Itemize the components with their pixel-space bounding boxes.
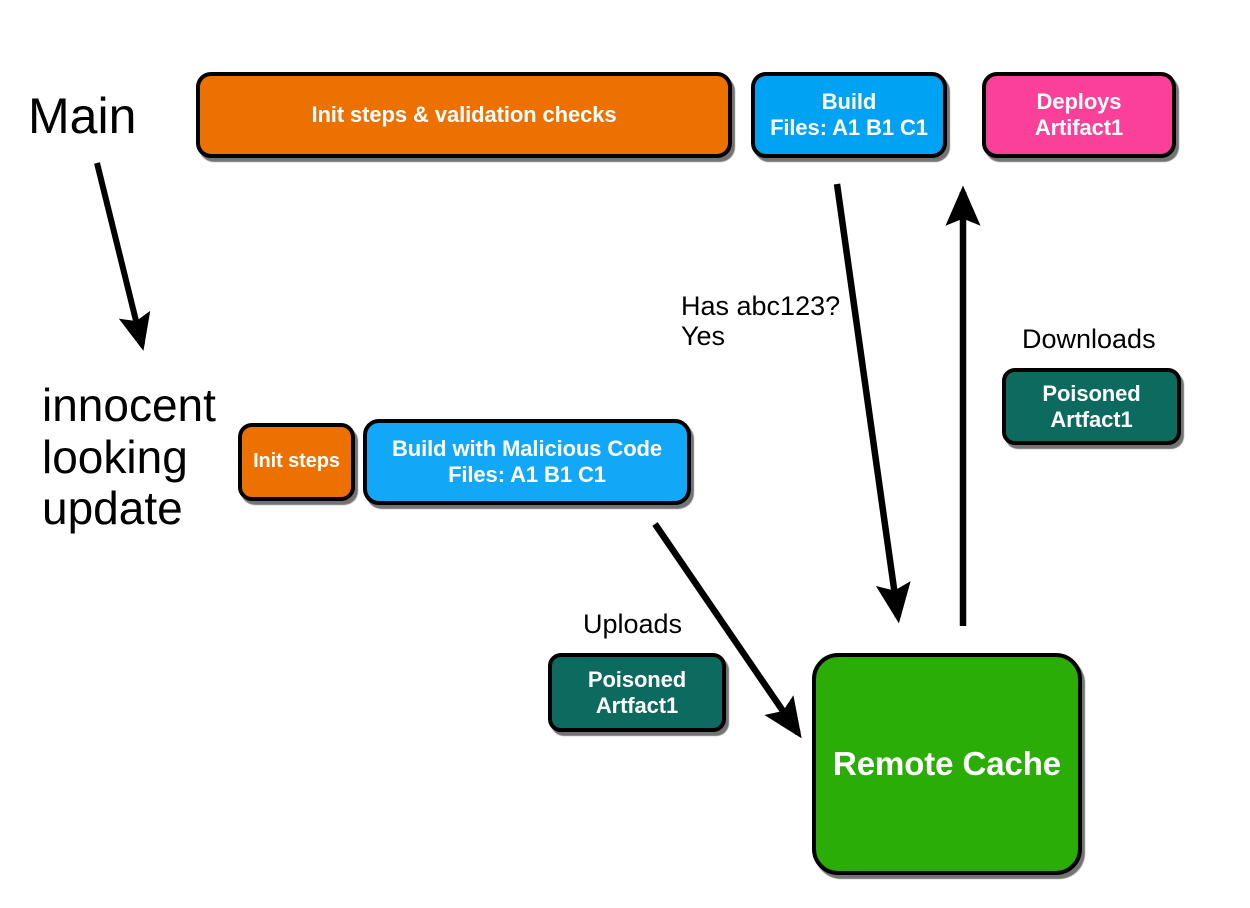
node-build-with-malicious-code[interactable]: Build with Malicious Code Files: A1 B1 C… bbox=[363, 419, 691, 505]
node-label-line2: Files: A1 B1 C1 bbox=[448, 462, 606, 487]
node-label: Init steps & validation checks bbox=[311, 102, 617, 128]
node-deploys-artifact[interactable]: Deploys Artifact1 bbox=[982, 72, 1176, 158]
node-label-line1: Build with Malicious Code bbox=[391, 436, 663, 462]
node-remote-cache[interactable]: Remote Cache bbox=[812, 653, 1082, 875]
node-label-line2: Files: A1 B1 C1 bbox=[770, 115, 928, 140]
node-label: Init steps bbox=[253, 450, 340, 473]
node-label-line1: Poisoned bbox=[1042, 380, 1141, 406]
main-branch-label: Main bbox=[28, 88, 137, 144]
node-poisoned-artifact-upload[interactable]: Poisoned Artfact1 bbox=[548, 653, 726, 732]
node-label-line2: Artifact1 bbox=[1034, 115, 1124, 140]
arrow-build-main-to-remote-cache bbox=[833, 183, 911, 624]
node-label-line1: Build bbox=[821, 89, 877, 115]
node-label-line1: Poisoned bbox=[587, 666, 687, 692]
downloads-label: Downloads bbox=[1022, 324, 1156, 354]
uploads-label: Uploads bbox=[583, 609, 683, 639]
node-build-main[interactable]: Build Files: A1 B1 C1 bbox=[751, 72, 947, 158]
cache-question-label: Has abc123? Yes bbox=[681, 291, 841, 352]
node-init-steps-validation-checks[interactable]: Init steps & validation checks bbox=[196, 72, 732, 158]
node-label-line2: Artfact1 bbox=[1050, 406, 1133, 432]
node-poisoned-artifact-download[interactable]: Poisoned Artfact1 bbox=[1002, 368, 1181, 445]
feature-branch-label: innocent looking update bbox=[42, 379, 216, 535]
node-label-line2: Artfact1 bbox=[595, 692, 679, 718]
arrow-main-to-feature-branch bbox=[94, 162, 151, 351]
node-init-steps[interactable]: Init steps bbox=[238, 423, 355, 501]
node-label: Remote Cache bbox=[832, 744, 1062, 782]
node-label-line1: Deploys bbox=[1036, 89, 1122, 115]
